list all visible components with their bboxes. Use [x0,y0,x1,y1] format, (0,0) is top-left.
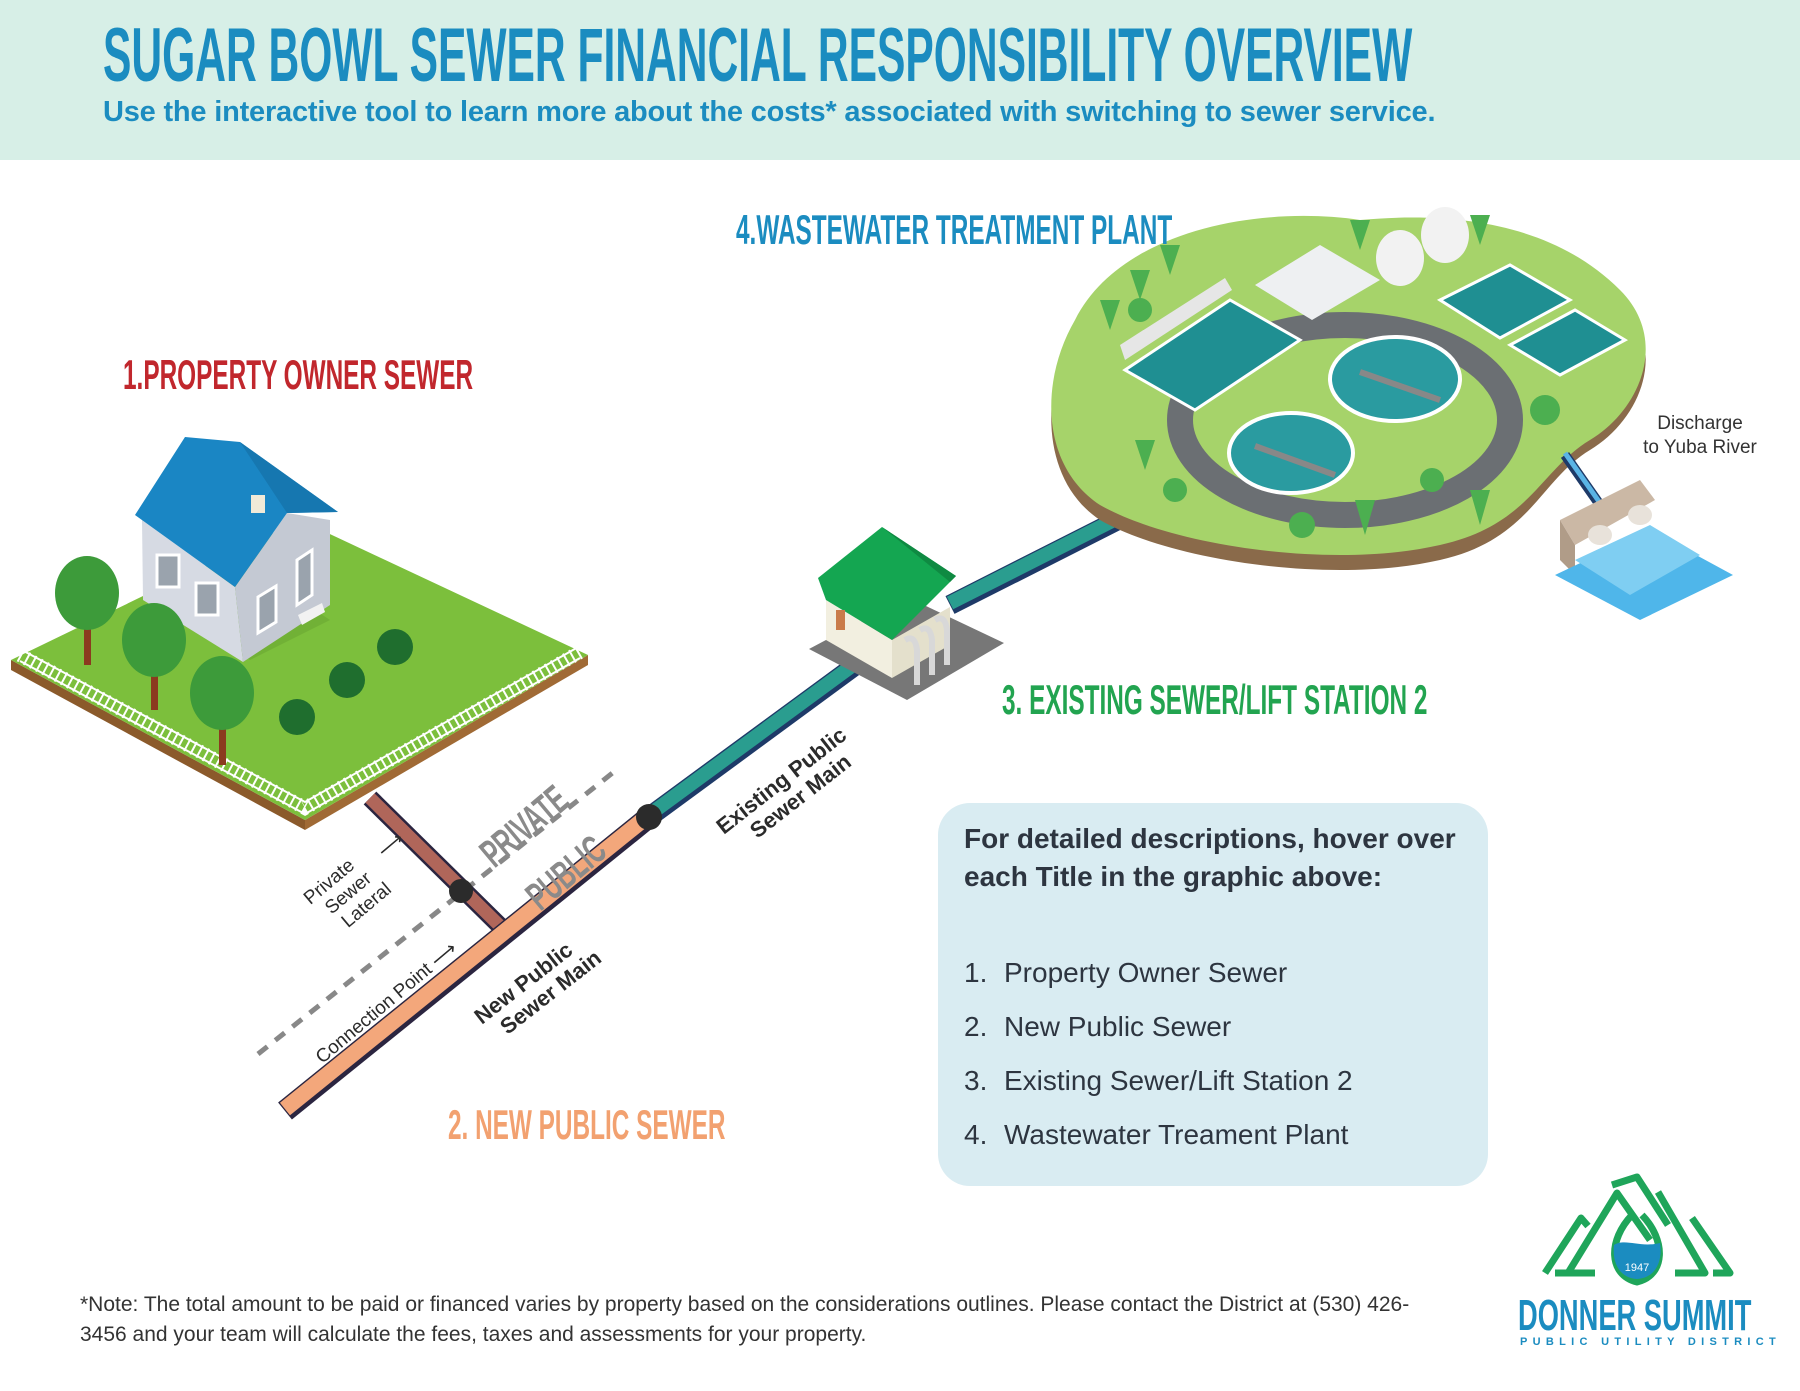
item-number: 2. [964,1011,988,1042]
treatment-plant-illustration [1051,207,1646,571]
discharge-line-1: Discharge [1657,413,1743,434]
item-label: Property Owner Sewer [1004,957,1288,988]
donner-summit-logo-graphic [1542,1173,1734,1286]
item-label: Wastewater Treament Plant [1004,1119,1349,1150]
section-title-wastewater-treatment-plant[interactable]: 4.WASTEWATER TREATMENT PLANT [736,206,1173,253]
header-banner [0,0,1800,160]
discharge-line-2: to Yuba River [1643,437,1757,458]
private-public-boundary-line [256,765,622,1056]
item-number: 3. [964,1065,988,1096]
logo-water-drop [1613,1242,1661,1279]
item-label: New Public Sewer [1004,1011,1232,1042]
info-panel [938,803,1488,1186]
item-number: 1. [964,957,988,988]
main-junction-marker [636,804,662,830]
item-label: Existing Sewer/Lift Station 2 [1004,1065,1353,1096]
page-title: SUGAR BOWL SEWER FINANCIAL RESPONSIBILIT… [103,13,1413,98]
info-list-item: 3. Existing Sewer/Lift Station 2 [964,1063,1353,1117]
connection-point-marker [449,879,473,903]
info-list: 1. Property Owner Sewer 2. New Public Sewe… [964,955,1353,1171]
logo-year: 1947 [1625,1262,1649,1274]
item-number: 4. [964,1119,988,1150]
lift-station-illustration [809,527,1004,700]
discharge-outfall-illustration [1555,451,1733,620]
section-title-property-owner-sewer[interactable]: 1.PROPERTY OWNER SEWER [123,351,474,398]
info-list-item: 4. Wastewater Treament Plant [964,1117,1353,1171]
info-list-item: 2. New Public Sewer [964,1009,1353,1063]
house-illustration [135,437,338,662]
logo-name: DONNER SUMMIT [1518,1291,1752,1340]
discharge-label: Discharge to Yuba River [1620,412,1780,460]
page-subtitle: Use the interactive tool to learn more a… [103,96,1436,128]
logo-subname: PUBLIC UTILITY DISTRICT [1520,1336,1782,1348]
info-list-item: 1. Property Owner Sewer [964,955,1353,1009]
section-title-new-public-sewer[interactable]: 2. NEW PUBLIC SEWER [448,1101,726,1148]
info-heading: For detailed descriptions, hover over ea… [964,823,1456,892]
section-title-existing-sewer-lift-station[interactable]: 3. EXISTING SEWER/LIFT STATION 2 [1002,676,1428,723]
footnote: *Note: The total amount to be paid or fi… [80,1293,1410,1346]
trees-illustration [55,556,413,765]
